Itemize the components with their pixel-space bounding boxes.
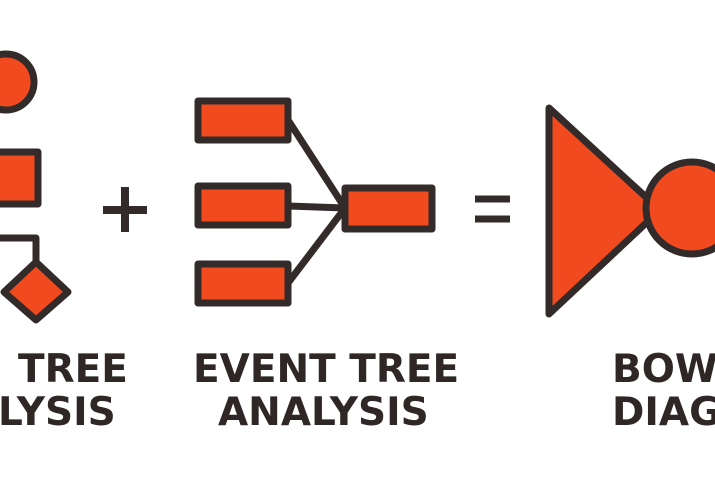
plus-icon bbox=[103, 187, 147, 232]
event-tree-connectors bbox=[285, 118, 348, 286]
event-tree-rect-top bbox=[194, 97, 292, 144]
bowtie-label-line1: BOW bbox=[612, 347, 715, 392]
fault-tree-circle-icon bbox=[0, 50, 38, 114]
bowtie-triangle-icon bbox=[545, 104, 664, 318]
fault-tree-label-line2: LYSIS bbox=[0, 390, 116, 435]
event-tree-rect-outcome bbox=[341, 184, 436, 233]
fault-tree-connector bbox=[0, 234, 40, 262]
bowtie-circle-icon bbox=[642, 158, 715, 258]
fault-tree-label-line1: TREE bbox=[18, 347, 128, 392]
event-tree-rect-middle bbox=[194, 182, 292, 229]
event-tree-rect-bottom bbox=[194, 260, 292, 307]
fault-tree-rect-icon bbox=[0, 148, 42, 208]
bowtie-label-line2: DIAG bbox=[612, 390, 715, 435]
event-tree-label-line2: ANALYSIS bbox=[218, 390, 429, 435]
event-tree-label-line1: EVENT TREE bbox=[193, 347, 460, 392]
equals-icon bbox=[475, 195, 510, 223]
fault-tree-diamond-icon bbox=[0, 258, 72, 324]
